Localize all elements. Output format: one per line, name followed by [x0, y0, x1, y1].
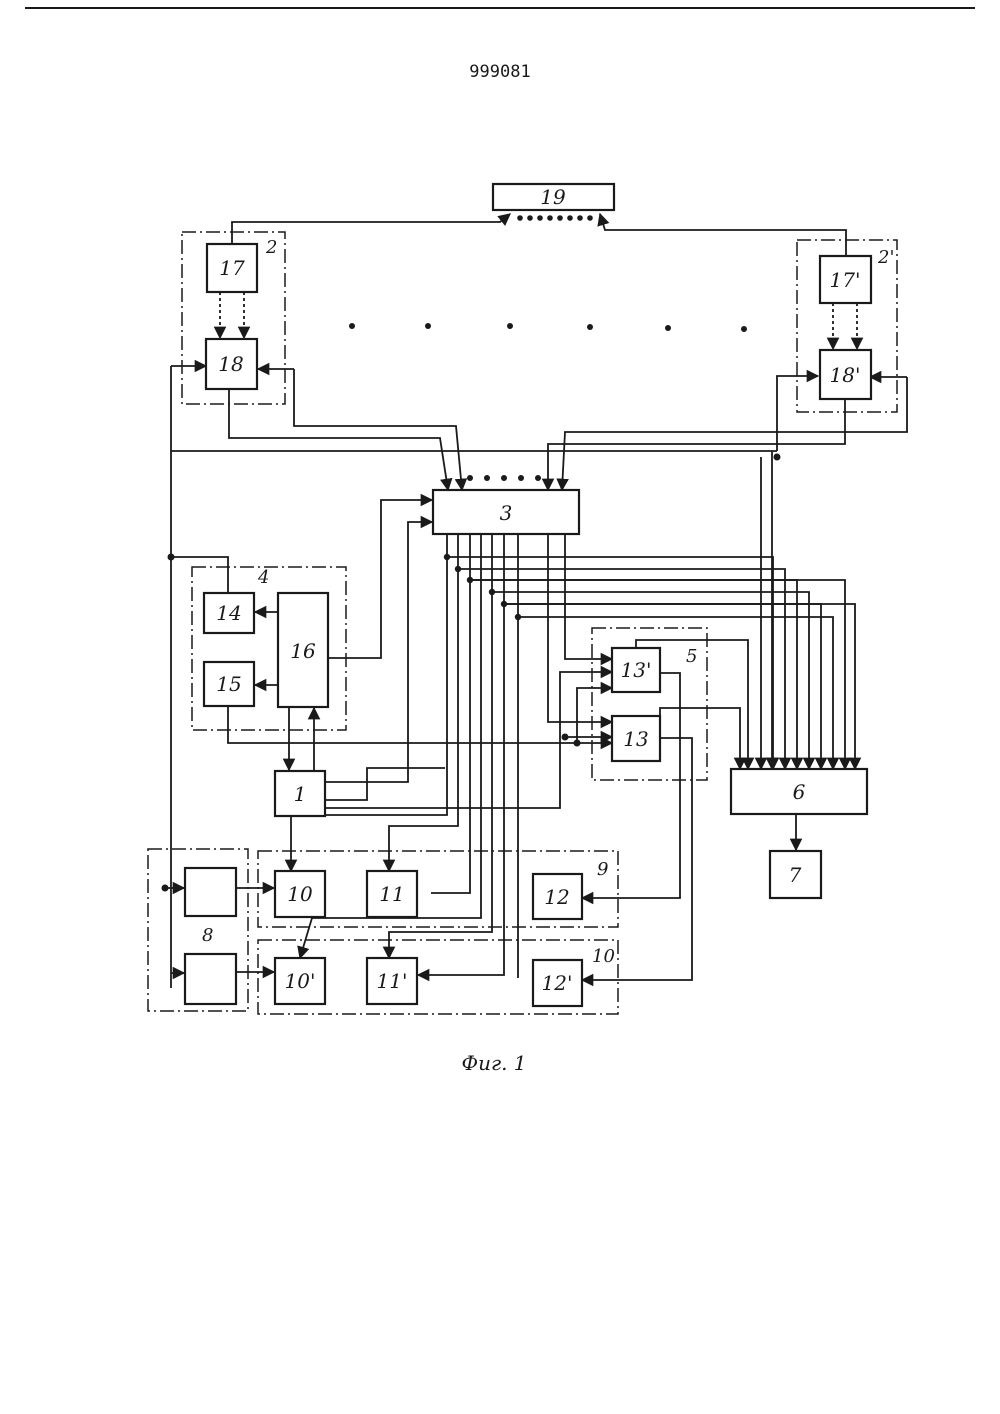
wire-18p-to-3-a	[548, 400, 845, 490]
block-6: 6	[731, 769, 867, 814]
svg-text:18': 18'	[830, 363, 861, 387]
block-14: 14	[204, 593, 254, 633]
block-17: 17	[207, 244, 257, 292]
block-12: 12	[533, 874, 582, 919]
block-18p: 18'	[820, 350, 871, 399]
svg-text:11: 11	[379, 882, 404, 906]
patent-number: 999081	[469, 62, 530, 82]
junction-777-451	[774, 454, 781, 461]
block-8a	[185, 868, 236, 916]
group-2-label: 2	[265, 237, 277, 258]
svg-text:3: 3	[500, 501, 513, 525]
wire-1-to-13p	[325, 672, 612, 808]
bus-17-to-18	[220, 292, 244, 338]
block-10p: 10'	[275, 958, 325, 1004]
block-13: 13	[612, 716, 660, 761]
svg-text:10: 10	[287, 882, 313, 906]
block-7: 7	[770, 851, 821, 898]
wire-17p-to-19	[600, 214, 846, 256]
svg-text:13': 13'	[621, 658, 652, 682]
block-3: 3	[433, 490, 579, 534]
svg-text:11': 11'	[377, 969, 408, 993]
block-16: 16	[278, 593, 328, 707]
svg-text:1: 1	[294, 782, 307, 806]
group-10-label: 10	[592, 946, 615, 967]
block-11p: 11'	[367, 958, 417, 1004]
bundle-junctions	[444, 554, 521, 620]
wire-to-13p-low	[577, 688, 612, 743]
svg-text:7: 7	[789, 863, 802, 887]
group-8-label: 8	[202, 925, 213, 946]
svg-text:13: 13	[623, 727, 648, 751]
group-9-label: 9	[597, 859, 608, 880]
group-4-label: 4	[257, 567, 269, 588]
svg-text:18: 18	[218, 352, 243, 376]
block-15: 15	[204, 662, 254, 706]
wire-3-to-13p	[565, 535, 612, 659]
svg-text:19: 19	[540, 185, 566, 209]
block-12p: 12'	[533, 960, 582, 1006]
group-5-label: 5	[686, 646, 697, 667]
svg-text:17: 17	[219, 256, 245, 280]
block-8b	[185, 954, 236, 1004]
bus-17p-to-18p	[833, 303, 857, 349]
svg-text:15: 15	[216, 672, 241, 696]
svg-text:10': 10'	[285, 969, 316, 993]
group-2p-label: 2'	[877, 247, 894, 268]
wire-16-to-3	[327, 500, 432, 658]
svg-text:12': 12'	[542, 971, 573, 995]
figure-caption: Фиг. 1	[461, 1051, 526, 1075]
block-18: 18	[206, 339, 257, 389]
wire-15-to-13	[228, 706, 612, 743]
wire-to-14	[171, 557, 228, 593]
wire-18-to-3-a	[229, 390, 448, 490]
svg-text:16: 16	[290, 639, 316, 663]
channel-ellipsis	[349, 323, 747, 332]
svg-text:17': 17'	[830, 268, 861, 292]
bus-dots-19	[517, 215, 593, 221]
svg-text:14: 14	[216, 601, 241, 625]
bus-dots-3	[467, 475, 541, 481]
block-11: 11	[367, 871, 417, 917]
block-1: 1	[275, 771, 325, 816]
svg-text:6: 6	[793, 780, 806, 804]
block-13p: 13'	[612, 648, 660, 692]
wire-18-to-3-b	[294, 369, 462, 490]
block-10: 10	[275, 871, 325, 917]
block-17p: 17'	[820, 256, 871, 303]
svg-text:12: 12	[544, 885, 569, 909]
block-19: 19	[493, 184, 614, 210]
wire-1-to-10-path	[325, 768, 445, 800]
